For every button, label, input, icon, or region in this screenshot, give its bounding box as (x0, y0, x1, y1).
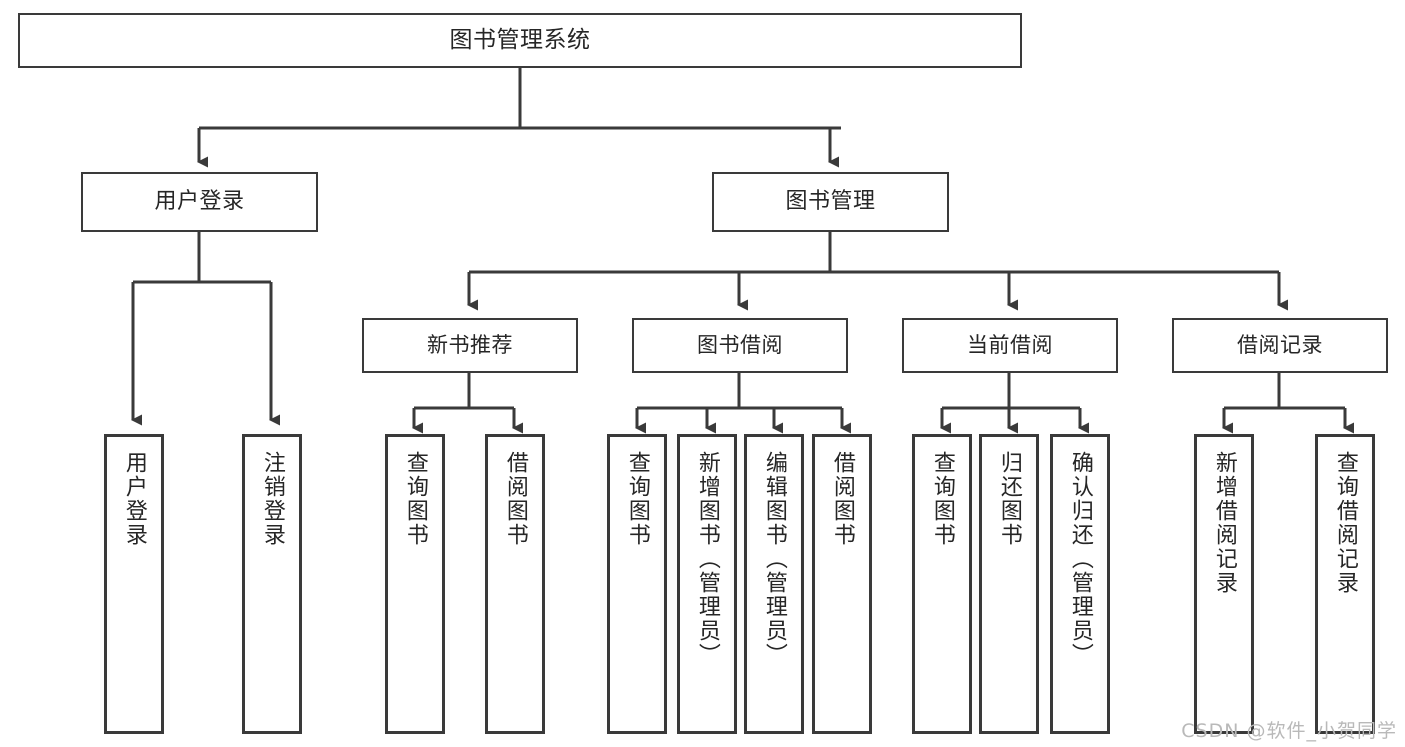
node-current-borrow[interactable]: 当前借阅 (902, 318, 1118, 373)
leaf-logout-login[interactable]: 注销登录 (242, 434, 302, 734)
node-label: 查询借阅记录 (1332, 451, 1358, 595)
leaf-current-query-book[interactable]: 查询图书 (912, 434, 972, 734)
node-label: 编辑图书（管理员） (761, 451, 787, 667)
node-root-book-management-system[interactable]: 图书管理系统 (18, 13, 1022, 68)
node-label: 借阅图书 (502, 451, 528, 547)
node-label: 当前借阅 (967, 333, 1053, 358)
leaf-record-add-borrow-record[interactable]: 新增借阅记录 (1194, 434, 1254, 734)
node-user-login[interactable]: 用户登录 (81, 172, 318, 232)
node-label: 借阅记录 (1237, 333, 1323, 358)
node-label: 图书管理系统 (449, 27, 591, 54)
node-label: 图书管理 (785, 189, 876, 215)
leaf-borrow-borrow-book[interactable]: 借阅图书 (812, 434, 872, 734)
node-label: 确认归还（管理员） (1067, 451, 1093, 667)
leaf-new-book-borrow-book[interactable]: 借阅图书 (485, 434, 545, 734)
node-label: 用户登录 (121, 451, 147, 547)
leaf-user-login[interactable]: 用户登录 (104, 434, 164, 734)
node-label: 注销登录 (259, 451, 285, 547)
node-label: 图书借阅 (697, 333, 783, 358)
node-label: 用户登录 (154, 189, 245, 215)
node-book-management[interactable]: 图书管理 (712, 172, 949, 232)
csdn-watermark: CSDN @软件_小贺同学 (1181, 720, 1397, 742)
node-label: 查询图书 (624, 451, 650, 547)
node-new-book-recommend[interactable]: 新书推荐 (362, 318, 578, 373)
leaf-record-query-borrow-record[interactable]: 查询借阅记录 (1315, 434, 1375, 734)
leaf-current-return-book[interactable]: 归还图书 (979, 434, 1039, 734)
node-label: 查询图书 (929, 451, 955, 547)
node-borrow-record[interactable]: 借阅记录 (1172, 318, 1388, 373)
leaf-borrow-edit-book-admin[interactable]: 编辑图书（管理员） (744, 434, 804, 734)
node-label: 新增图书（管理员） (694, 451, 720, 667)
leaf-borrow-add-book-admin[interactable]: 新增图书（管理员） (677, 434, 737, 734)
node-label: 借阅图书 (829, 451, 855, 547)
node-label: 新增借阅记录 (1211, 451, 1237, 595)
leaf-new-book-query-book[interactable]: 查询图书 (385, 434, 445, 734)
leaf-borrow-query-book[interactable]: 查询图书 (607, 434, 667, 734)
node-book-borrow[interactable]: 图书借阅 (632, 318, 848, 373)
node-label: 归还图书 (996, 451, 1022, 547)
node-label: 查询图书 (402, 451, 428, 547)
leaf-current-confirm-return-admin[interactable]: 确认归还（管理员） (1050, 434, 1110, 734)
node-label: 新书推荐 (427, 333, 513, 358)
